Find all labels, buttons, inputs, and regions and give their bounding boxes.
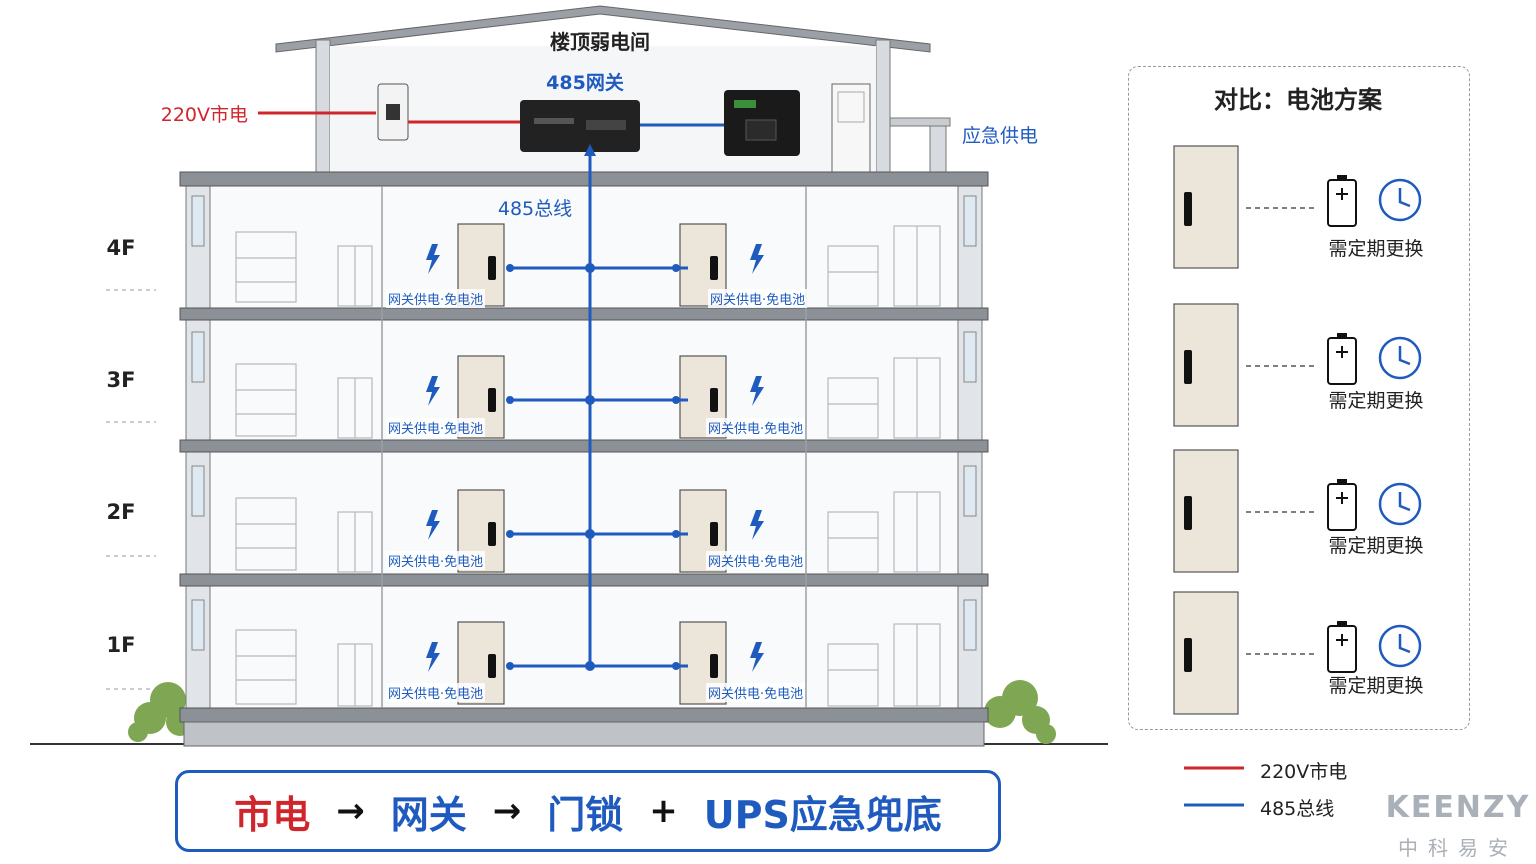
legend-mains-label: 220V市电 [1260, 761, 1348, 783]
mains-label: 220V市电 [160, 104, 248, 126]
ups-label: 应急供电 [962, 125, 1039, 147]
comparison-panel [1128, 66, 1470, 730]
lightning-icon [426, 642, 440, 672]
smart-lock-icon [710, 388, 718, 412]
lightning-icon [750, 376, 764, 406]
smart-lock-icon [488, 256, 496, 280]
formula-mains: 市电 [234, 792, 311, 837]
arrow-right-icon: → [336, 791, 365, 831]
bus-node-icon [506, 530, 514, 538]
floor-label-4f: 4F [106, 236, 136, 260]
lightning-icon [426, 244, 440, 274]
smart-lock-icon [710, 522, 718, 546]
bus-node-icon [585, 529, 595, 539]
comparison-caption: 需定期更换 [1328, 390, 1424, 412]
formula-ups: UPS应急兜底 [703, 792, 942, 837]
smart-lock-icon [710, 256, 718, 280]
roof-gable [275, 5, 931, 53]
roof-railing [889, 117, 951, 127]
floor-label-3f: 3F [106, 368, 136, 392]
smart-lock-icon [710, 654, 718, 678]
room-caption: 网关供电·免电池 [706, 418, 806, 437]
bus-arrow-icon [584, 144, 596, 156]
lightning-icon [750, 642, 764, 672]
gateway-device-icon [520, 100, 640, 152]
smart-lock-icon [1184, 350, 1192, 384]
brand-subtitle: 中科易安 [1398, 836, 1518, 860]
bus-node-icon [506, 264, 514, 272]
room-caption: 网关供电·免电池 [386, 551, 486, 570]
gateway-label: 485网关 [546, 72, 624, 94]
bus-node-icon [506, 662, 514, 670]
bus-label: 485总线 [497, 198, 573, 220]
arrow-right-icon: → [492, 791, 522, 831]
bush-right-icon [984, 680, 1056, 744]
room-caption: 网关供电·免电池 [386, 289, 486, 308]
smart-lock-icon [1184, 192, 1192, 226]
comparison-caption: 需定期更换 [1328, 675, 1424, 697]
room-caption: 网关供电·免电池 [708, 289, 808, 308]
comparison-caption: 需定期更换 [1328, 238, 1424, 260]
bus-node-icon [506, 396, 514, 404]
brand-logo: KEENZY [1385, 790, 1531, 825]
roof-pillar-left [315, 39, 331, 175]
bus-node-icon [672, 530, 680, 538]
smart-lock-icon [1184, 638, 1192, 672]
legend-bus-label: 485总线 [1260, 798, 1335, 820]
lightning-icon [426, 510, 440, 540]
comparison-title: 对比：电池方案 [1214, 86, 1382, 114]
roof-room-title: 楼顶弱电间 [550, 30, 650, 54]
smart-lock-icon [488, 522, 496, 546]
smart-lock-icon [488, 388, 496, 412]
smart-lock-icon [1184, 496, 1192, 530]
room-caption: 网关供电·免电池 [386, 683, 486, 702]
comparison-caption: 需定期更换 [1328, 535, 1424, 557]
bus-node-icon [672, 264, 680, 272]
foundation [183, 721, 985, 747]
bus-node-icon [672, 396, 680, 404]
room-caption: 网关供电·免电池 [706, 683, 806, 702]
lightning-icon [750, 244, 764, 274]
smart-lock-icon [488, 654, 496, 678]
room-caption: 网关供电·免电池 [386, 418, 486, 437]
plus-icon: + [649, 791, 678, 831]
room-caption: 网关供电·免电池 [706, 551, 806, 570]
furniture-sketches [235, 225, 941, 707]
bus-node-icon [672, 662, 680, 670]
lightning-icon [426, 376, 440, 406]
lightning-icon [750, 510, 764, 540]
formula-gateway: 网关 [390, 792, 467, 837]
formula-banner: 市电 → 网关 → 门锁 + UPS应急兜底 [175, 770, 1001, 852]
bus-node-icon [585, 661, 595, 671]
floor-label-2f: 2F [106, 500, 136, 524]
floor-label-1f: 1F [106, 633, 136, 657]
roof-pillar-right [875, 39, 891, 175]
bus-node-icon [585, 263, 595, 273]
formula-lock: 门锁 [547, 792, 624, 837]
bus-node-icon [585, 395, 595, 405]
